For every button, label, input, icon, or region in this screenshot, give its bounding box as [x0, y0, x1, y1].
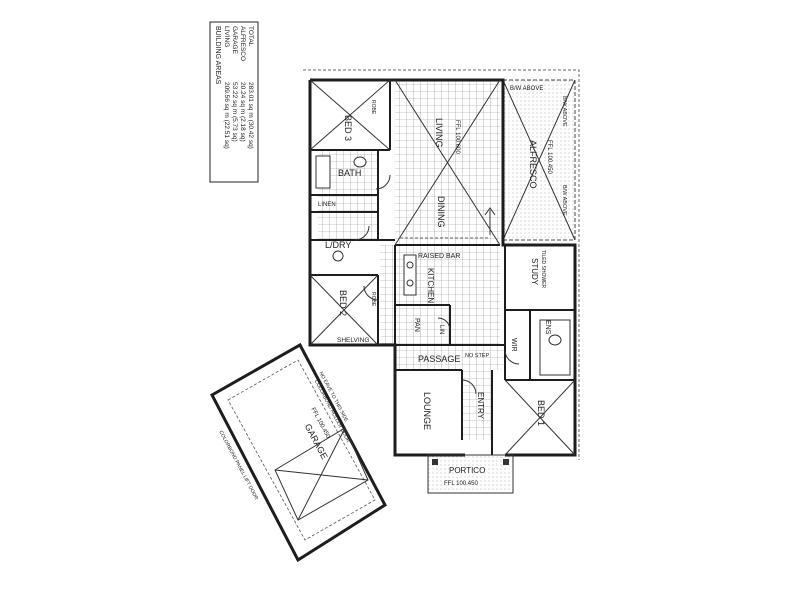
areas-value-alfresco: 20.24 sq m (2.18 sq) — [239, 82, 246, 142]
room-bed3: BED 3 — [343, 115, 353, 141]
bw-above-2: B/W ABOVE — [561, 96, 567, 127]
portico — [427, 454, 514, 494]
internal-walls — [310, 80, 575, 455]
room-passage: PASSAGE — [418, 354, 460, 364]
room-bed2: BED 2 — [338, 290, 348, 316]
robe-bed3: ROBE — [370, 100, 376, 115]
room-ldry: L/DRY — [325, 240, 351, 250]
label-tiled-shower: TILED SHOWER — [540, 250, 546, 288]
label-no-step: NO STEP — [465, 353, 489, 359]
room-kitchen: KITCHEN — [426, 268, 435, 303]
bw-above-1: B/W ABOVE — [510, 86, 543, 92]
areas-label-total: TOTAL — [247, 26, 254, 47]
entry-tiles — [462, 370, 492, 440]
label-shelving: SHELVING — [337, 337, 369, 344]
kitchen-tiles — [380, 245, 500, 345]
ffl-living: FFL 100.600 — [454, 120, 460, 154]
areas-value-garage: 53.22 sq m (5.73 sq) — [231, 82, 238, 142]
label-raised-bar: RAISED BAR — [418, 253, 460, 260]
bw-above-3: B/W ABOVE — [561, 185, 567, 216]
room-study: STUDY — [530, 258, 539, 286]
room-entry: ENTRY — [476, 392, 485, 420]
garage — [210, 342, 387, 563]
robe-bed2: ROBE — [370, 292, 376, 307]
eave-line — [303, 69, 580, 460]
room-portico: PORTICO — [449, 466, 485, 475]
ffl-alfresco: FFL 100.450 — [546, 140, 552, 174]
room-lin: LIN — [438, 325, 444, 334]
room-lounge: LOUNGE — [422, 392, 432, 430]
areas-value-total: 283.01 sq m (30.42 sq) — [247, 82, 254, 149]
room-living: LIVING — [434, 118, 444, 148]
areas-heading: BUILDING AREAS — [214, 26, 221, 85]
areas-value-living: 209.56 sq m (22.51 sq) — [223, 82, 230, 149]
ffl-portico: FFL 100.450 — [444, 481, 478, 487]
areas-table: BUILDING AREAS LIVING GARAGE ALFRESCO TO… — [209, 21, 259, 183]
room-crosses — [309, 79, 576, 456]
room-ens: ENS — [544, 320, 551, 335]
external-wall-north-east — [310, 78, 577, 457]
passage-tiles — [395, 345, 505, 370]
door-swings — [354, 174, 520, 395]
areas-label-living: LIVING — [223, 26, 230, 47]
room-bath: BATH — [338, 168, 361, 178]
room-linen: LINEN — [318, 202, 336, 208]
room-bed1: BED 1 — [536, 400, 546, 426]
room-wir: WIR — [510, 338, 517, 352]
areas-label-alfresco: ALFRESCO — [239, 26, 246, 61]
room-pan: PAN — [413, 318, 420, 332]
fixtures — [315, 155, 571, 376]
room-alfresco: ALFRESCO — [528, 140, 538, 189]
room-dining: DINING — [436, 196, 446, 228]
areas-label-garage: GARAGE — [231, 26, 238, 54]
